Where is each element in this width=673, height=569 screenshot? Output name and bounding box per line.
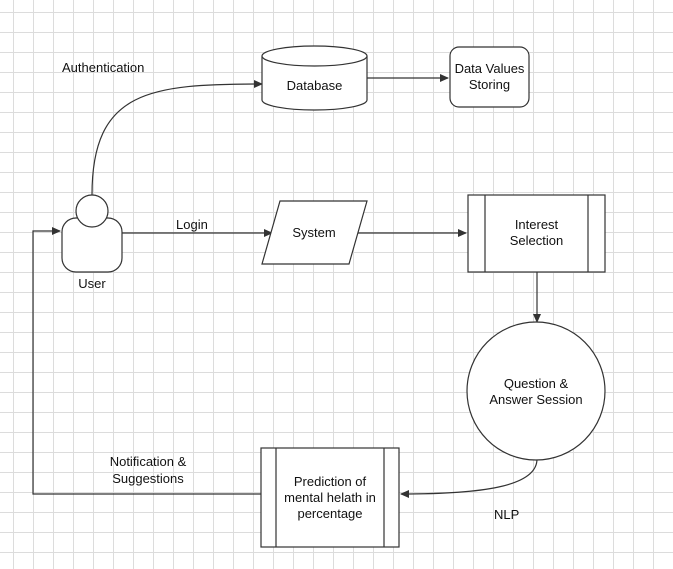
database-label: Database <box>286 78 343 93</box>
edge-authentication <box>91 80 263 196</box>
qa-node <box>466 321 606 461</box>
system-label: System <box>292 225 336 240</box>
user-node <box>61 194 123 273</box>
edge-nlp <box>400 458 538 498</box>
interest-node <box>467 194 606 273</box>
nlp-label: NLP <box>494 507 520 522</box>
qa-label: Question & Answer Session <box>489 376 583 407</box>
database-node <box>261 45 368 111</box>
notification-line-1: Notification & <box>109 454 187 469</box>
data-storing-label: Data Values Storing <box>454 61 525 92</box>
notification-label: Notification & Suggestions <box>92 453 204 487</box>
interest-label: Interest Selection <box>509 217 564 248</box>
user-label: User <box>78 276 106 291</box>
data-storing-node <box>449 46 530 108</box>
notification-line-2: Suggestions <box>112 471 184 486</box>
authentication-label: Authentication <box>62 60 145 75</box>
prediction-node <box>260 447 400 548</box>
edge-notification <box>32 227 261 495</box>
login-label: Login <box>176 217 208 232</box>
system-node <box>261 200 368 265</box>
prediction-label: Prediction of mental helath in percentag… <box>284 474 376 521</box>
